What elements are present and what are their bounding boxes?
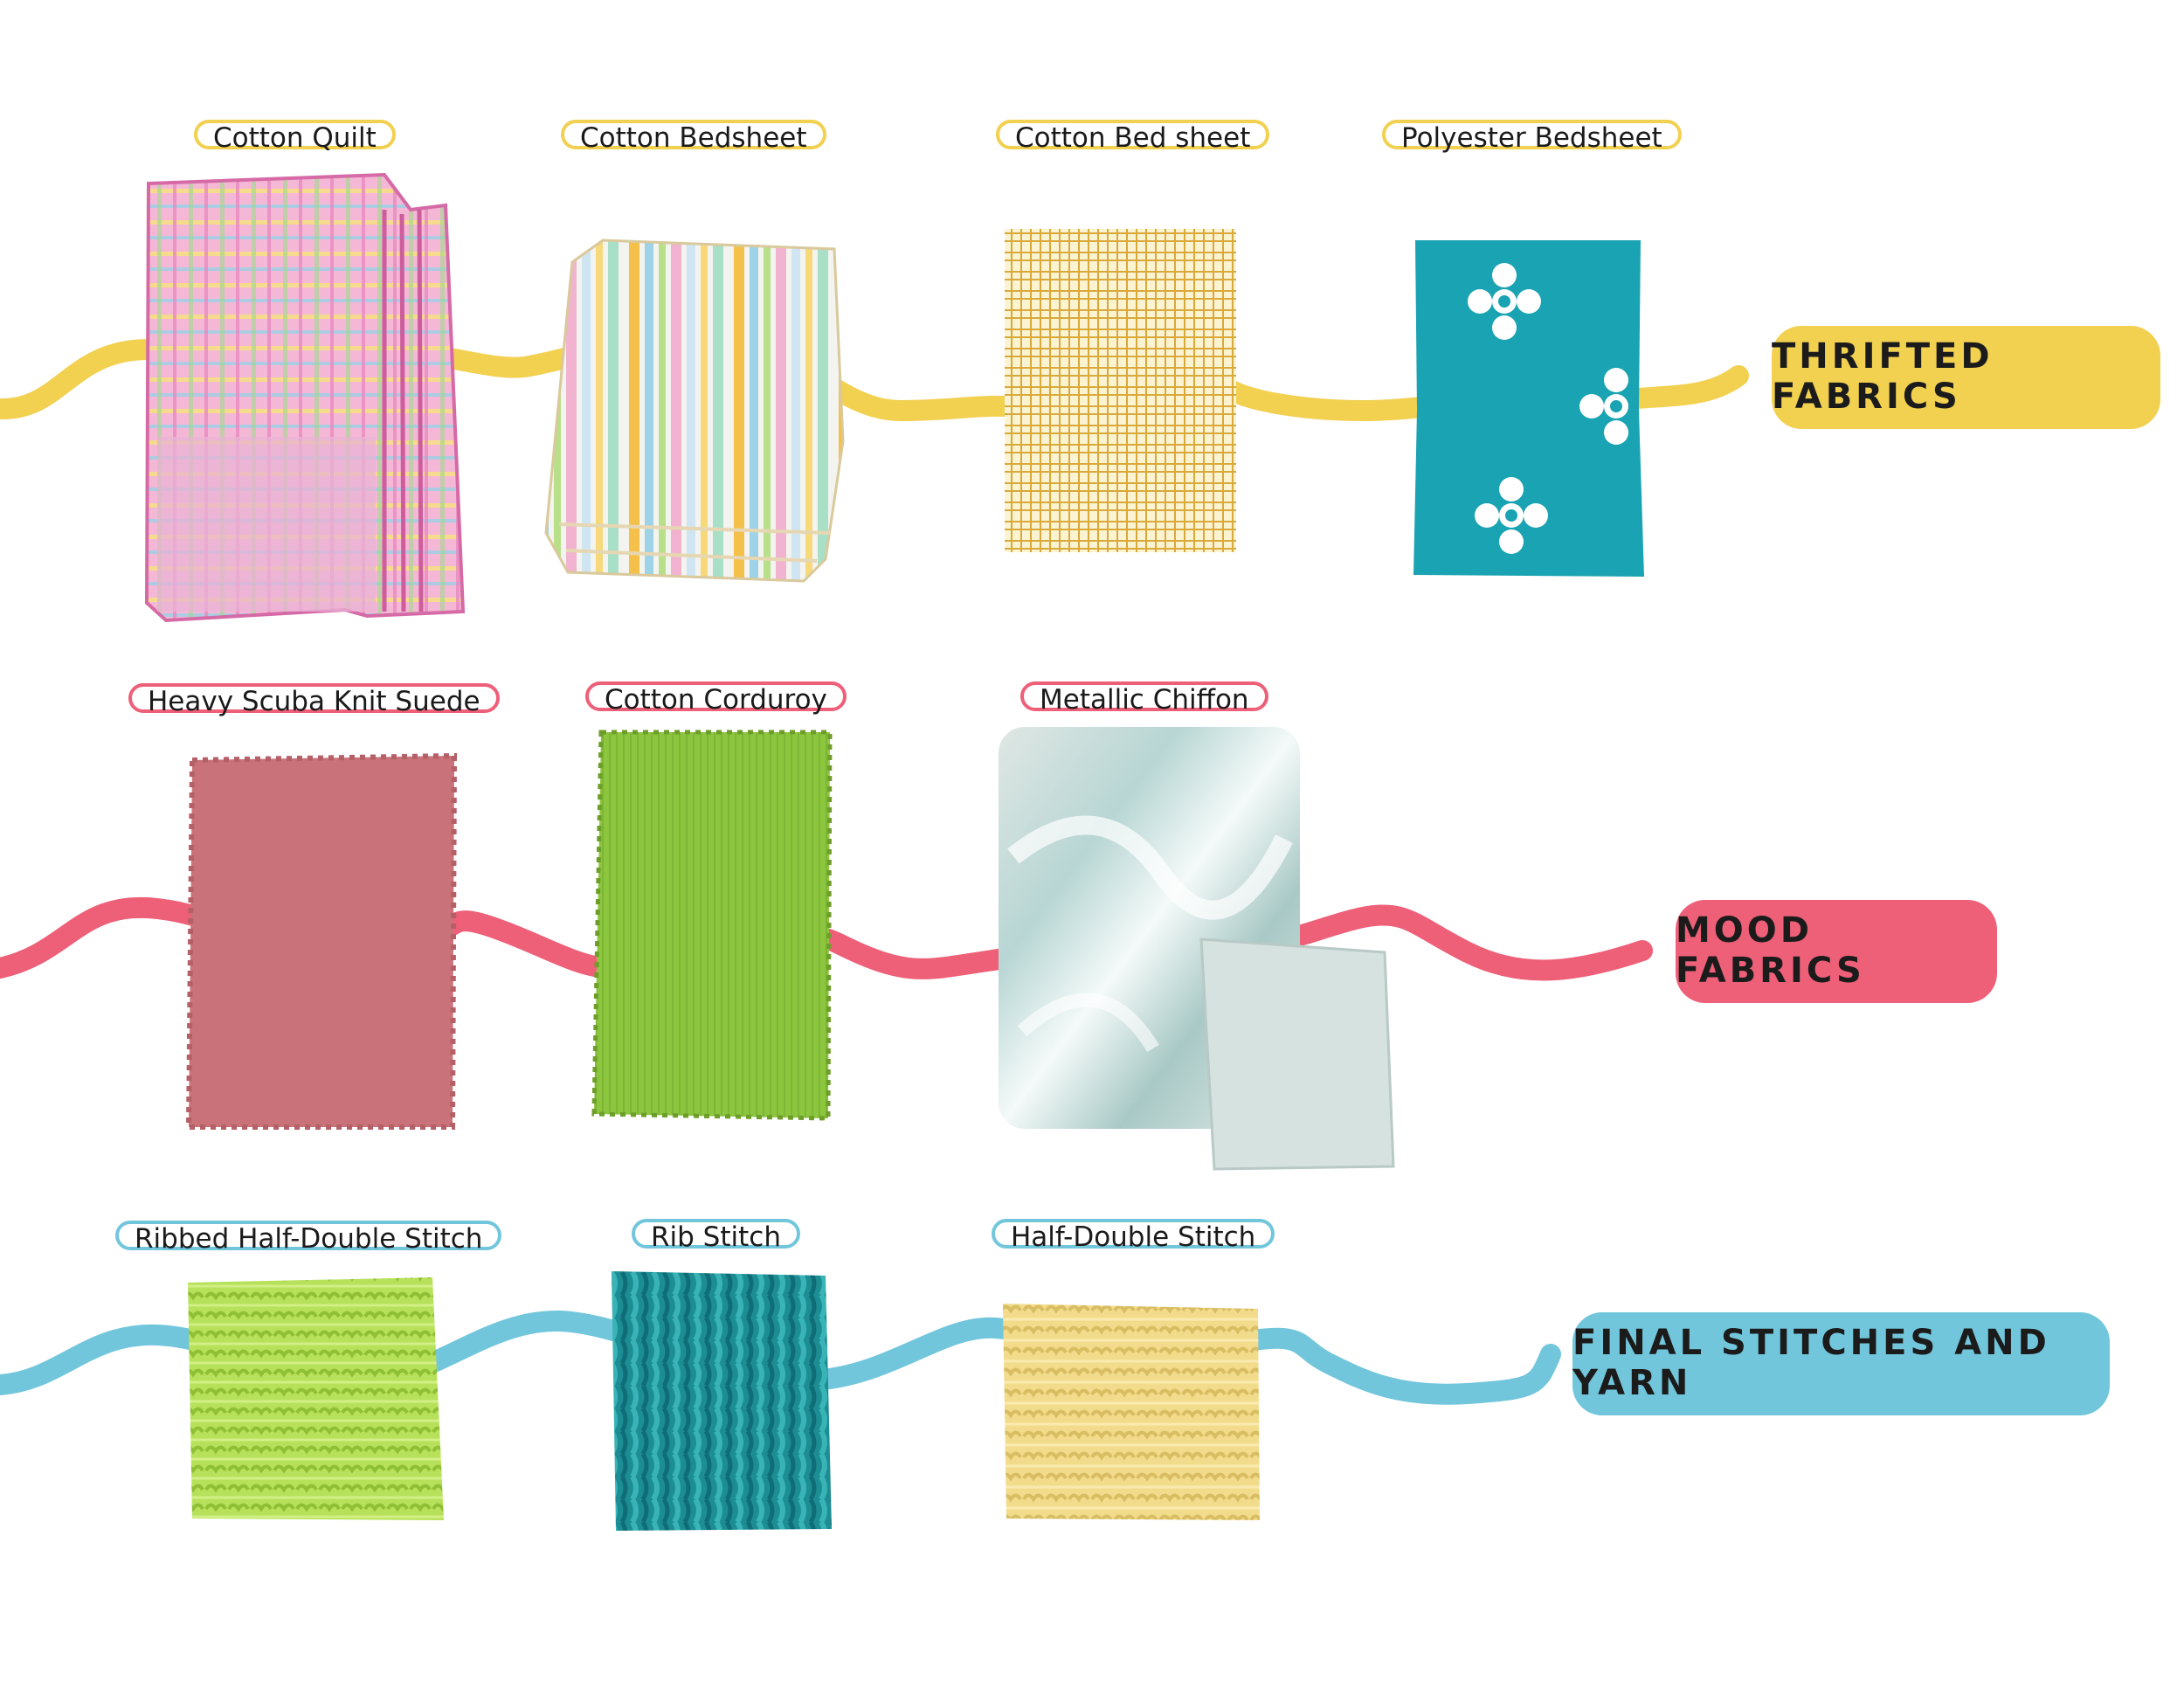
label-half-double-stitch: Half-Double Stitch [992,1219,1275,1252]
tag-bg-thrifted [1772,326,2160,429]
label-polyester-bedsheet: Polyester Bedsheet [1382,120,1682,153]
swatch-half-double-stitch [1003,1304,1260,1520]
swatch-cotton-bedsheet [544,239,845,583]
tag-thrifted-fabrics: THRIFTED FABRICS [1772,336,1994,417]
label-metallic-chiffon: Metallic Chiffon [1020,681,1268,715]
swatch-heavy-scuba-knit-suede [185,752,458,1130]
label-cotton-corduroy: Cotton Corduroy [585,681,847,715]
label-cotton-bed-sheet: Cotton Bed sheet [996,120,1270,153]
label-heavy-scuba-knit-suede: Heavy Scuba Knit Suede [128,683,500,716]
label-rib-stitch: Rib Stitch [632,1219,800,1252]
tag-final-stitches-and-yarn: FINAL STITCHES AND YARN [1572,1323,2050,1403]
tag-bg-mood [1676,900,1997,1003]
swatch-ribbed-half-double-stitch [188,1277,444,1520]
swatch-cotton-bed-sheet-grid [1005,229,1236,552]
label-cotton-quilt: Cotton Quilt [194,120,396,153]
swatch-metallic-chiffon [999,727,1395,1171]
label-ribbed-half-double-stitch: Ribbed Half-Double Stitch [115,1221,502,1254]
tag-bg-stitches [1572,1312,2110,1415]
swatch-cotton-quilt [144,172,466,623]
swatch-polyester-bedsheet [1413,240,1644,577]
tag-mood-fabrics: MOOD FABRICS [1676,910,1865,991]
swatch-cotton-corduroy [591,730,833,1121]
swatch-rib-stitch [612,1271,832,1531]
label-cotton-bedsheet: Cotton Bedsheet [561,120,826,153]
